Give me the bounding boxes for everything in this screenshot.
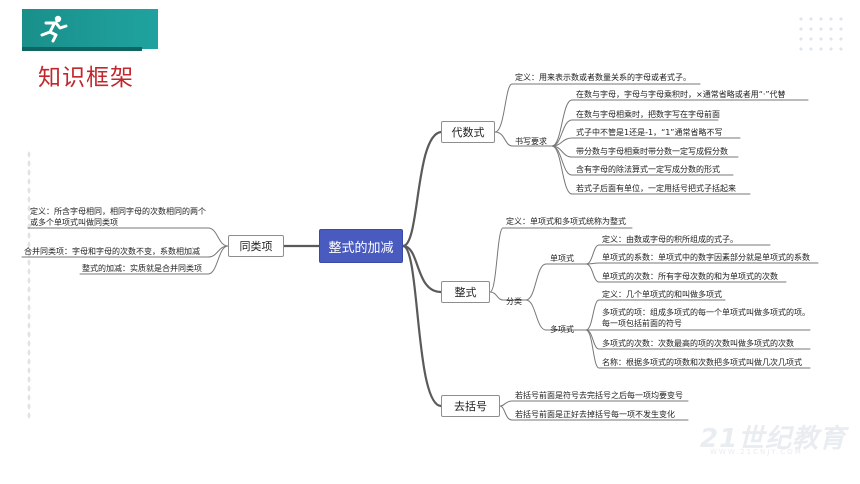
bracket-rule-item: 若括号前面是符号去完括号之后每一项均要变号 xyxy=(515,391,683,400)
monomial-item: 定义：由数或字母的积所组成的式子。 xyxy=(602,235,738,244)
multinomial-item: 多项式的项：组成多项式的每一个单项式叫做多项式的项。每一项包括前面的符号 xyxy=(602,308,810,328)
header-banner xyxy=(22,9,158,49)
multinomial-label: 多项式 xyxy=(550,325,574,334)
writing-rule-item: 带分数与字母相乘时带分数一定写成假分数 xyxy=(576,147,728,156)
writing-rule-item: 在数与字母，字母与字母乘积时，×通常省略或者用“·”代替 xyxy=(576,90,786,99)
writing-rule-item: 若式子后面有单位，一定用括号把式子括起来 xyxy=(576,184,736,193)
writing-rules-label: 书写要求 xyxy=(515,137,547,146)
runner-icon xyxy=(40,15,68,43)
like-terms-item: 整式的加减：实质就是合并同类项 xyxy=(82,264,202,273)
monomial-item: 单项式的系数：单项式中的数字因素部分就是单项式的系数 xyxy=(602,253,810,262)
like-terms-item: 定义：所含字母相同，相同字母的次数相同的两个或多个单项式叫做同类项 xyxy=(30,207,206,227)
watermark-url: WWW.21CNJY.COM xyxy=(710,448,803,456)
writing-rule-item: 含有字母的除法算式一定写成分数的形式 xyxy=(576,165,720,174)
center-topic: 整式的加减 xyxy=(319,229,403,263)
watermark-logo: 21世纪教育 xyxy=(700,424,847,454)
multinomial-item: 名称：根据多项式的项数和次数把多项式叫做几次几项式 xyxy=(602,358,802,367)
branch-polynomial: 整式 xyxy=(441,281,490,303)
multinomial-item: 定义：几个单项式的和叫做多项式 xyxy=(602,290,722,299)
bracket-rule-item: 若括号前面是正好去掉括号每一项不发生变化 xyxy=(515,410,675,419)
branch-remove-brackets: 去括号 xyxy=(441,395,500,417)
branch-algebraic-expression: 代数式 xyxy=(441,121,495,143)
monomial-item: 单项式的次数：所有字母次数的和为单项式的次数 xyxy=(602,272,778,281)
classification-label: 分类 xyxy=(506,297,522,306)
page-title: 知识框架 xyxy=(38,65,134,91)
dot-grid-decoration xyxy=(796,14,844,54)
algebraic-definition: 定义：用来表示数或者数量关系的字母或者式子。 xyxy=(515,73,691,82)
like-terms-item: 合并同类项：字母和字母的次数不变，系数相加减 xyxy=(24,247,200,256)
monomial-label: 单项式 xyxy=(550,254,574,263)
polynomial-definition: 定义：单项式和多项式统称为整式 xyxy=(506,217,626,226)
writing-rule-item: 在数与字母相乘时，把数字写在字母前面 xyxy=(576,110,720,119)
writing-rule-item: 式子中不管是1还是-1，“1”通常省略不写 xyxy=(576,128,723,137)
dot-column-decoration xyxy=(27,150,31,420)
header-banner-shadow xyxy=(22,47,142,51)
branch-like-terms: 同类项 xyxy=(228,235,284,257)
multinomial-item: 多项式的次数：次数最高的项的次数叫做多项式的次数 xyxy=(602,339,794,348)
